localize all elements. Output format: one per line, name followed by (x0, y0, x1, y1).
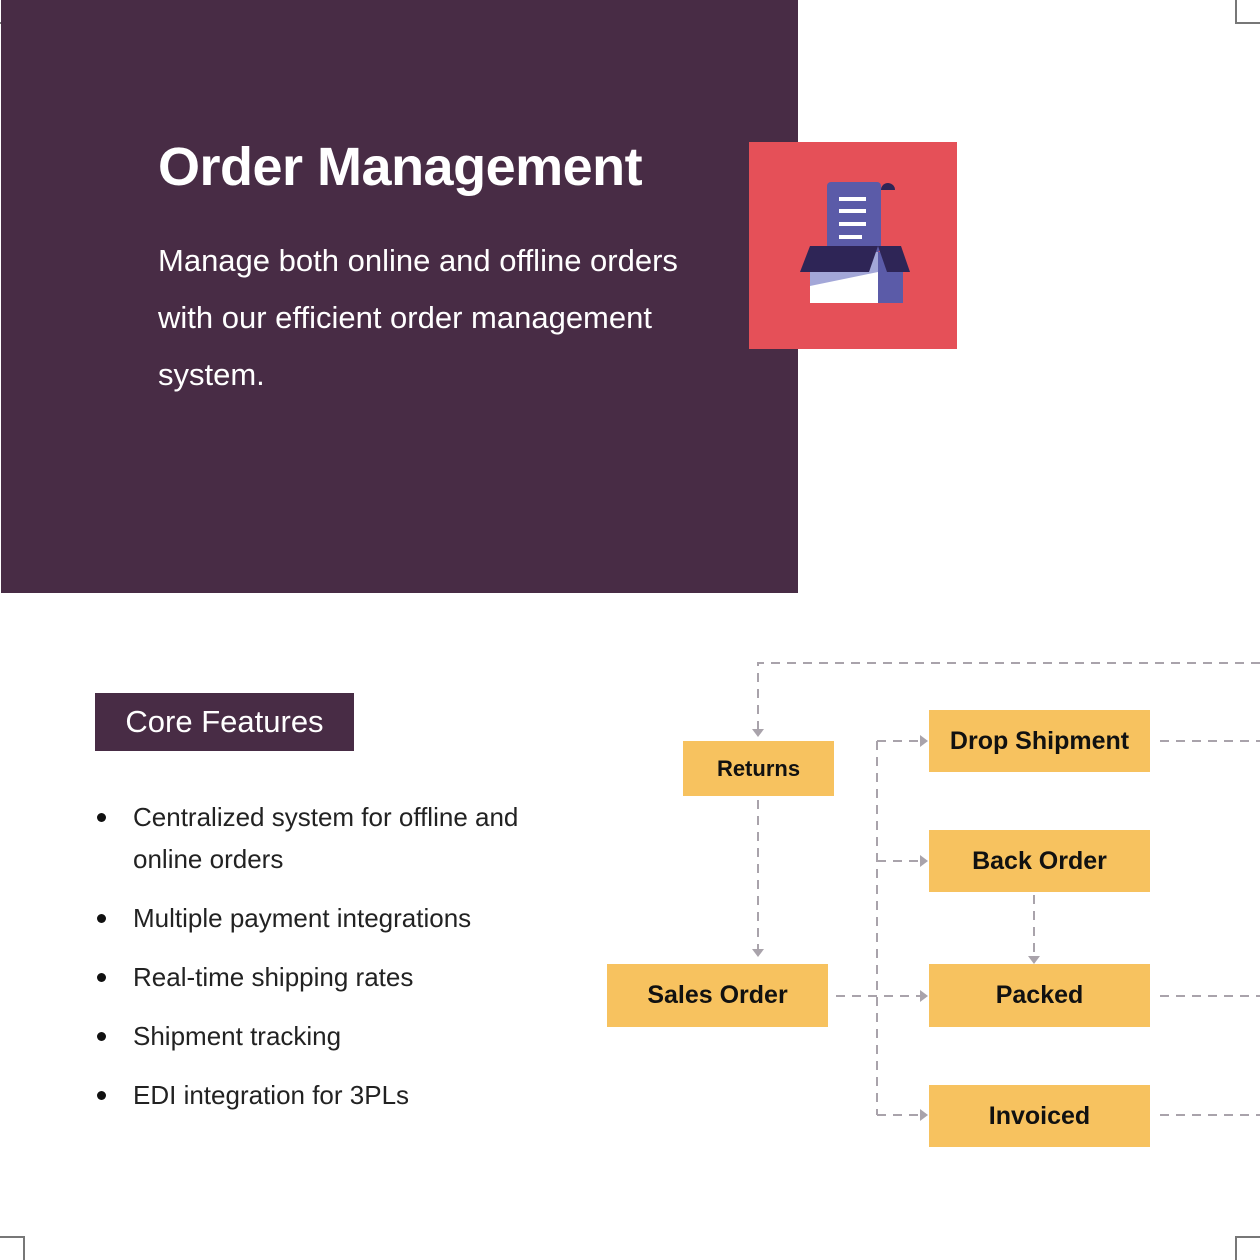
features-list: Centralized system for offline and onlin… (95, 796, 555, 1133)
hero-banner (1, 0, 798, 593)
hero-description: Manage both online and offline orders wi… (158, 243, 678, 392)
order-box-icon (749, 142, 957, 349)
page-title: Order Management (158, 137, 643, 197)
core-features-heading: Core Features (95, 693, 354, 751)
crop-mark (1235, 0, 1260, 24)
list-item: Multiple payment integrations (95, 897, 555, 939)
node-returns: Returns (683, 741, 834, 796)
list-item: Real-time shipping rates (95, 956, 555, 998)
node-back-order: Back Order (929, 830, 1150, 892)
list-item: Shipment tracking (95, 1015, 555, 1057)
list-item: EDI integration for 3PLs (95, 1074, 555, 1116)
node-drop-shipment: Drop Shipment (929, 710, 1150, 772)
node-packed: Packed (929, 964, 1150, 1027)
list-item: Centralized system for offline and onlin… (95, 796, 555, 880)
node-invoiced: Invoiced (929, 1085, 1150, 1147)
crop-mark (0, 1236, 25, 1260)
crop-mark (1235, 1236, 1260, 1260)
node-sales-order: Sales Order (607, 964, 828, 1027)
